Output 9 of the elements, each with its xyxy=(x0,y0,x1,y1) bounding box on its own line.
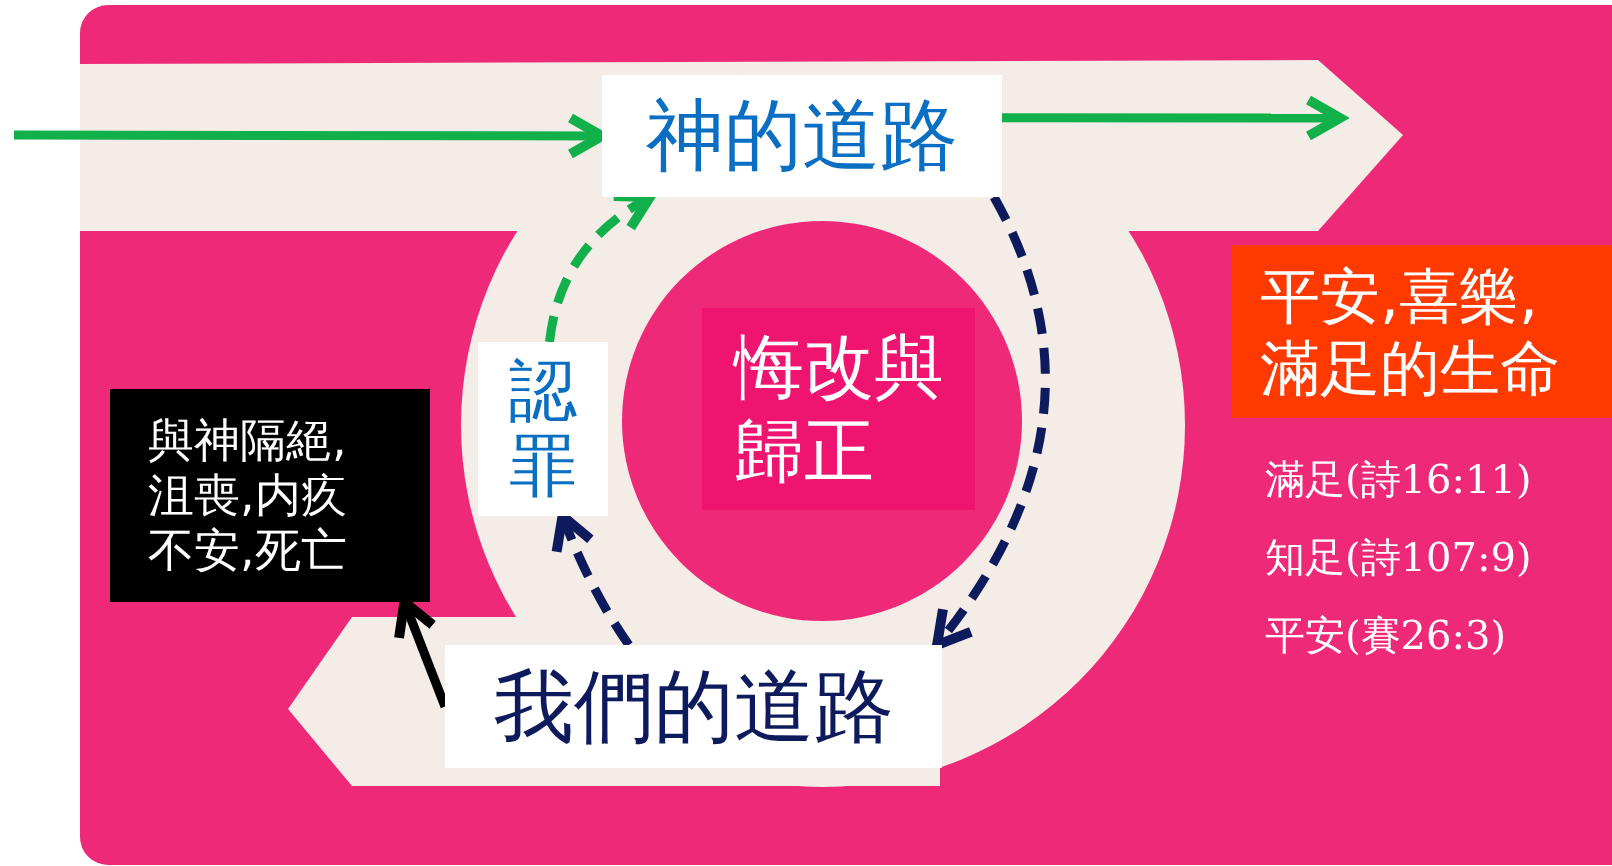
step-box: 認罪 xyxy=(478,342,608,516)
result-box: 平安,喜樂,滿足的生命 xyxy=(1232,245,1612,418)
scripture-reference: 平安(賽26:3) xyxy=(1265,611,1507,660)
center-box: 悔改與歸正 xyxy=(702,308,975,510)
path-label-box: 神的道路 xyxy=(602,75,1002,197)
result-box: 與神隔絕,沮喪,内疚不安,死亡 xyxy=(110,389,430,602)
path-label-box: 我們的道路 xyxy=(445,645,942,768)
scripture-reference: 滿足(詩16:11) xyxy=(1265,455,1532,504)
scripture-reference: 知足(詩107:9) xyxy=(1265,533,1532,582)
